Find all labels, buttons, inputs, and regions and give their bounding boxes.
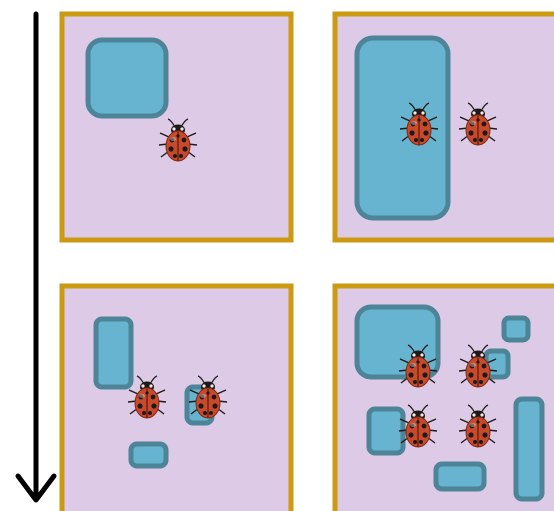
ladybug-spot — [476, 420, 479, 423]
ladybug-highlight — [139, 394, 145, 398]
ladybug-eye — [480, 413, 483, 416]
ladybug-spot — [473, 440, 477, 444]
ladybug-highlight — [470, 423, 476, 427]
ladybug-eye — [472, 111, 475, 114]
ladybug-spot — [422, 372, 427, 377]
ladybug-spot — [473, 380, 477, 384]
ladybug-eye — [480, 353, 483, 356]
ladybug-spot — [482, 364, 487, 369]
obstacle-block — [504, 318, 528, 340]
ladybug-spot — [209, 411, 213, 415]
ladybug-spot — [203, 411, 207, 415]
ladybug-spot — [182, 146, 187, 151]
ladybug-spot — [479, 440, 483, 444]
ladybug-spot — [419, 380, 423, 384]
obstacle-block — [369, 409, 403, 453]
ladybug-spot — [416, 360, 419, 363]
ladybug-spot — [423, 122, 428, 127]
ladybug-eye — [421, 111, 424, 114]
ladybug-spot — [142, 411, 146, 415]
obstacle-block — [131, 444, 166, 466]
ladybug-eye — [172, 127, 175, 130]
ladybug-spot — [422, 432, 427, 437]
ladybug-spot — [468, 432, 473, 437]
ladybug-spot — [179, 154, 183, 158]
ladybug-spot — [409, 130, 414, 135]
ladybug-spot — [414, 138, 418, 142]
ladybug-eye — [413, 111, 416, 114]
panel-2 — [335, 14, 554, 240]
ladybug-spot — [417, 118, 420, 121]
ladybug-spot — [416, 420, 419, 423]
ladybug-spot — [468, 372, 473, 377]
obstacle-block — [88, 40, 166, 116]
ladybug-spot — [168, 146, 173, 151]
down-arrow-icon — [18, 14, 54, 500]
ladybug-spot — [408, 372, 413, 377]
ladybug-spot — [482, 372, 487, 377]
ladybug-eye — [420, 413, 423, 416]
ladybug-eye — [480, 111, 483, 114]
ladybug-highlight — [200, 394, 206, 398]
ladybug-eye — [141, 384, 144, 387]
ladybug-highlight — [410, 363, 416, 367]
ladybug-spot — [137, 403, 142, 408]
ladybug-eye — [472, 413, 475, 416]
ladybug-spot — [468, 130, 473, 135]
ladybug-spot — [408, 432, 413, 437]
ladybug-spot — [148, 411, 152, 415]
ladybug-spot — [476, 360, 479, 363]
ladybug-spot — [482, 424, 487, 429]
ladybug-spot — [212, 395, 217, 400]
ladybug-spot — [422, 364, 427, 369]
ladybug-spot — [420, 138, 424, 142]
ladybug-highlight — [170, 137, 176, 141]
ladybug-eye — [180, 127, 183, 130]
ladybug-spot — [176, 134, 179, 137]
panel-1 — [62, 14, 291, 240]
obstacle-block — [516, 399, 542, 499]
ladybug-eye — [412, 353, 415, 356]
ladybug-spot — [482, 130, 487, 135]
ladybug-eye — [202, 384, 205, 387]
panel-3 — [62, 286, 291, 511]
ladybug-spot — [422, 424, 427, 429]
obstacle-block — [436, 464, 484, 489]
ladybug-highlight — [411, 121, 417, 125]
ladybug-spot — [182, 138, 187, 143]
ladybug-spot — [423, 130, 428, 135]
ladybug-spot — [479, 380, 483, 384]
ladybug-eye — [210, 384, 213, 387]
obstacle-block — [96, 319, 131, 387]
ladybug-eye — [412, 413, 415, 416]
ladybug-spot — [145, 391, 148, 394]
ladybug-spot — [173, 154, 177, 158]
ladybug-eye — [472, 353, 475, 356]
ladybug-highlight — [470, 363, 476, 367]
ladybug-spot — [151, 403, 156, 408]
ladybug-spot — [151, 395, 156, 400]
ladybug-spot — [419, 440, 423, 444]
ladybug-eye — [420, 353, 423, 356]
ladybug-spot — [212, 403, 217, 408]
panel-4 — [335, 286, 554, 511]
ladybug-highlight — [410, 423, 416, 427]
ladybug-eye — [149, 384, 152, 387]
ladybug-highlight — [470, 121, 476, 125]
ladybug-spot — [479, 138, 483, 142]
ladybug-spot — [476, 118, 479, 121]
ladybug-spot — [482, 432, 487, 437]
ladybug-spot — [413, 440, 417, 444]
ladybug-spot — [482, 122, 487, 127]
ladybug-spot — [413, 380, 417, 384]
ladybug-spot — [198, 403, 203, 408]
ladybug-spot — [473, 138, 477, 142]
ladybug-spot — [206, 391, 209, 394]
